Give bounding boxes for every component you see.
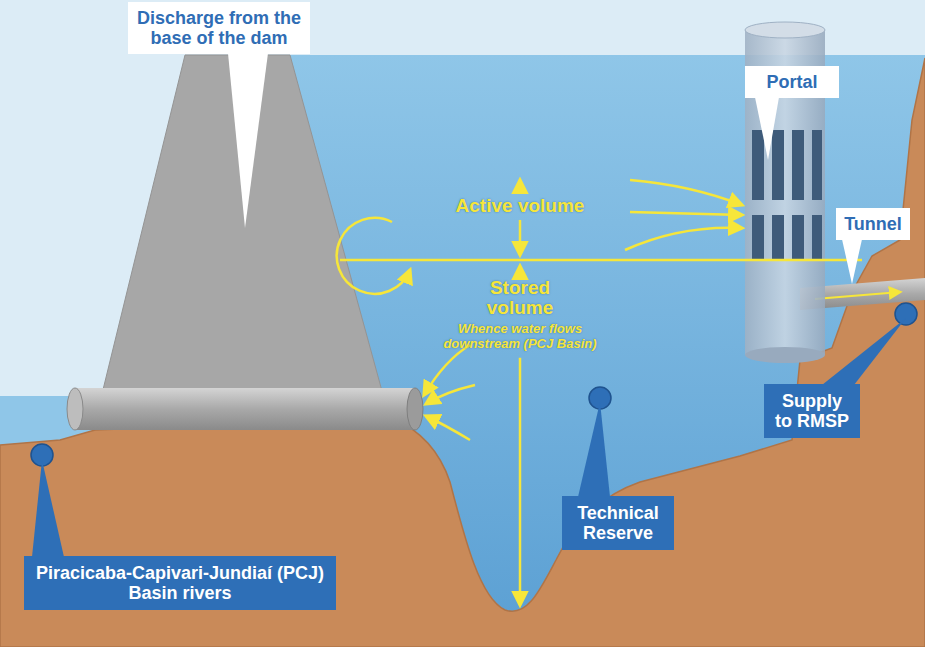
callout-text: Tunnel	[844, 214, 902, 234]
portal-base	[745, 347, 825, 363]
pipe-end	[407, 388, 423, 430]
volume-label: Stored volume	[470, 278, 570, 318]
callout-box: Discharge from the base of the dam	[128, 2, 310, 54]
portal-windows	[752, 130, 822, 260]
location-box: Supply to RMSP	[764, 384, 860, 438]
volume-arrow	[519, 180, 522, 192]
volume-label: Active volume	[440, 196, 600, 216]
callout-pointer	[228, 53, 268, 228]
portal-top	[745, 22, 825, 38]
pipe-end	[67, 388, 83, 430]
callout-pointer	[578, 402, 610, 497]
callout-text: Supply to RMSP	[772, 391, 852, 431]
discharge-pipe	[75, 388, 415, 430]
location-box: Piracicaba-Capivari-Jundiaí (PCJ) Basin …	[24, 556, 336, 610]
note-text: Whence water flows downstream (PCJ Basin…	[433, 322, 607, 352]
callout-text: Technical Reserve	[570, 503, 666, 543]
callout-pointer	[842, 239, 862, 284]
callout-box: Portal	[745, 66, 839, 98]
volume-arrow	[519, 220, 522, 255]
callout-pointer	[32, 460, 64, 557]
callout-text: Piracicaba-Capivari-Jundiaí (PCJ) Basin …	[32, 563, 328, 603]
level-line	[340, 259, 862, 262]
volume-arrow	[519, 358, 522, 605]
flow-arrow	[815, 292, 900, 299]
callout-pointer	[822, 318, 906, 385]
location-box: Technical Reserve	[562, 496, 674, 550]
circulation-arrow	[337, 218, 410, 294]
callout-pointer	[755, 97, 779, 160]
intake-arrows	[424, 180, 742, 440]
callout-text: Discharge from the base of the dam	[136, 8, 302, 48]
callout-text: Portal	[753, 72, 831, 92]
location-dots	[31, 303, 917, 466]
callout-box: Tunnel	[836, 208, 910, 240]
volume-arrow	[519, 266, 522, 274]
